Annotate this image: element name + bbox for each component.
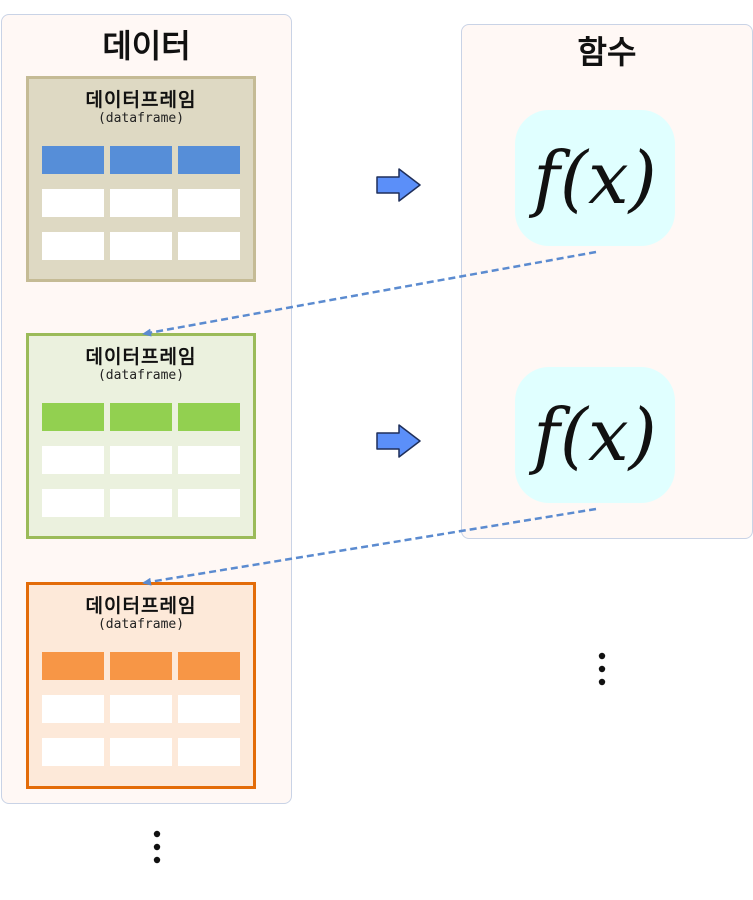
table-cell — [178, 232, 240, 260]
table-cell — [42, 446, 104, 474]
dataframe-title: 데이터프레임 — [85, 89, 197, 111]
function-label: f(x) — [533, 393, 657, 477]
table-cell — [42, 738, 104, 766]
table-header-cell — [178, 146, 240, 174]
function-box-1: f(x) — [515, 110, 675, 246]
table-header-cell — [42, 652, 104, 680]
dataframe-subtitle: (dataframe) — [97, 111, 185, 126]
dashed-connector — [142, 250, 597, 337]
table-cell — [110, 489, 172, 517]
dataframe-subtitle: (dataframe) — [97, 617, 185, 632]
table-cell — [110, 695, 172, 723]
function-label: f(x) — [533, 136, 657, 220]
table-cell — [178, 738, 240, 766]
function-panel-title: 함수 — [577, 33, 637, 71]
table-cell — [178, 489, 240, 517]
ellipsis-icon — [153, 830, 161, 864]
table-cell — [110, 232, 172, 260]
table-cell — [178, 446, 240, 474]
dataframe-title: 데이터프레임 — [85, 346, 197, 368]
data-panel-title: 데이터 — [102, 27, 191, 65]
table-header-cell — [110, 146, 172, 174]
table-header-cell — [110, 403, 172, 431]
table-cell — [178, 695, 240, 723]
ellipsis-icon — [598, 652, 606, 686]
table-cell — [42, 232, 104, 260]
dataframe-title: 데이터프레임 — [85, 595, 197, 617]
function-box-2: f(x) — [515, 367, 675, 503]
table-header-cell — [110, 652, 172, 680]
dataframe-box-3: 데이터프레임 (dataframe) — [26, 582, 256, 789]
table-cell — [42, 189, 104, 217]
dataframe-subtitle: (dataframe) — [97, 368, 185, 383]
table-cell — [178, 189, 240, 217]
table-cell — [110, 738, 172, 766]
dashed-connector — [142, 507, 597, 586]
right-arrow-icon — [376, 168, 421, 202]
table-header-cell — [42, 146, 104, 174]
table-cell — [110, 189, 172, 217]
table-cell — [42, 489, 104, 517]
table-header-cell — [42, 403, 104, 431]
dataframe-box-1: 데이터프레임 (dataframe) — [26, 76, 256, 282]
right-arrow-icon — [376, 424, 421, 458]
table-header-cell — [178, 652, 240, 680]
table-cell — [110, 446, 172, 474]
table-header-cell — [178, 403, 240, 431]
dataframe-box-2: 데이터프레임 (dataframe) — [26, 333, 256, 539]
table-cell — [42, 695, 104, 723]
